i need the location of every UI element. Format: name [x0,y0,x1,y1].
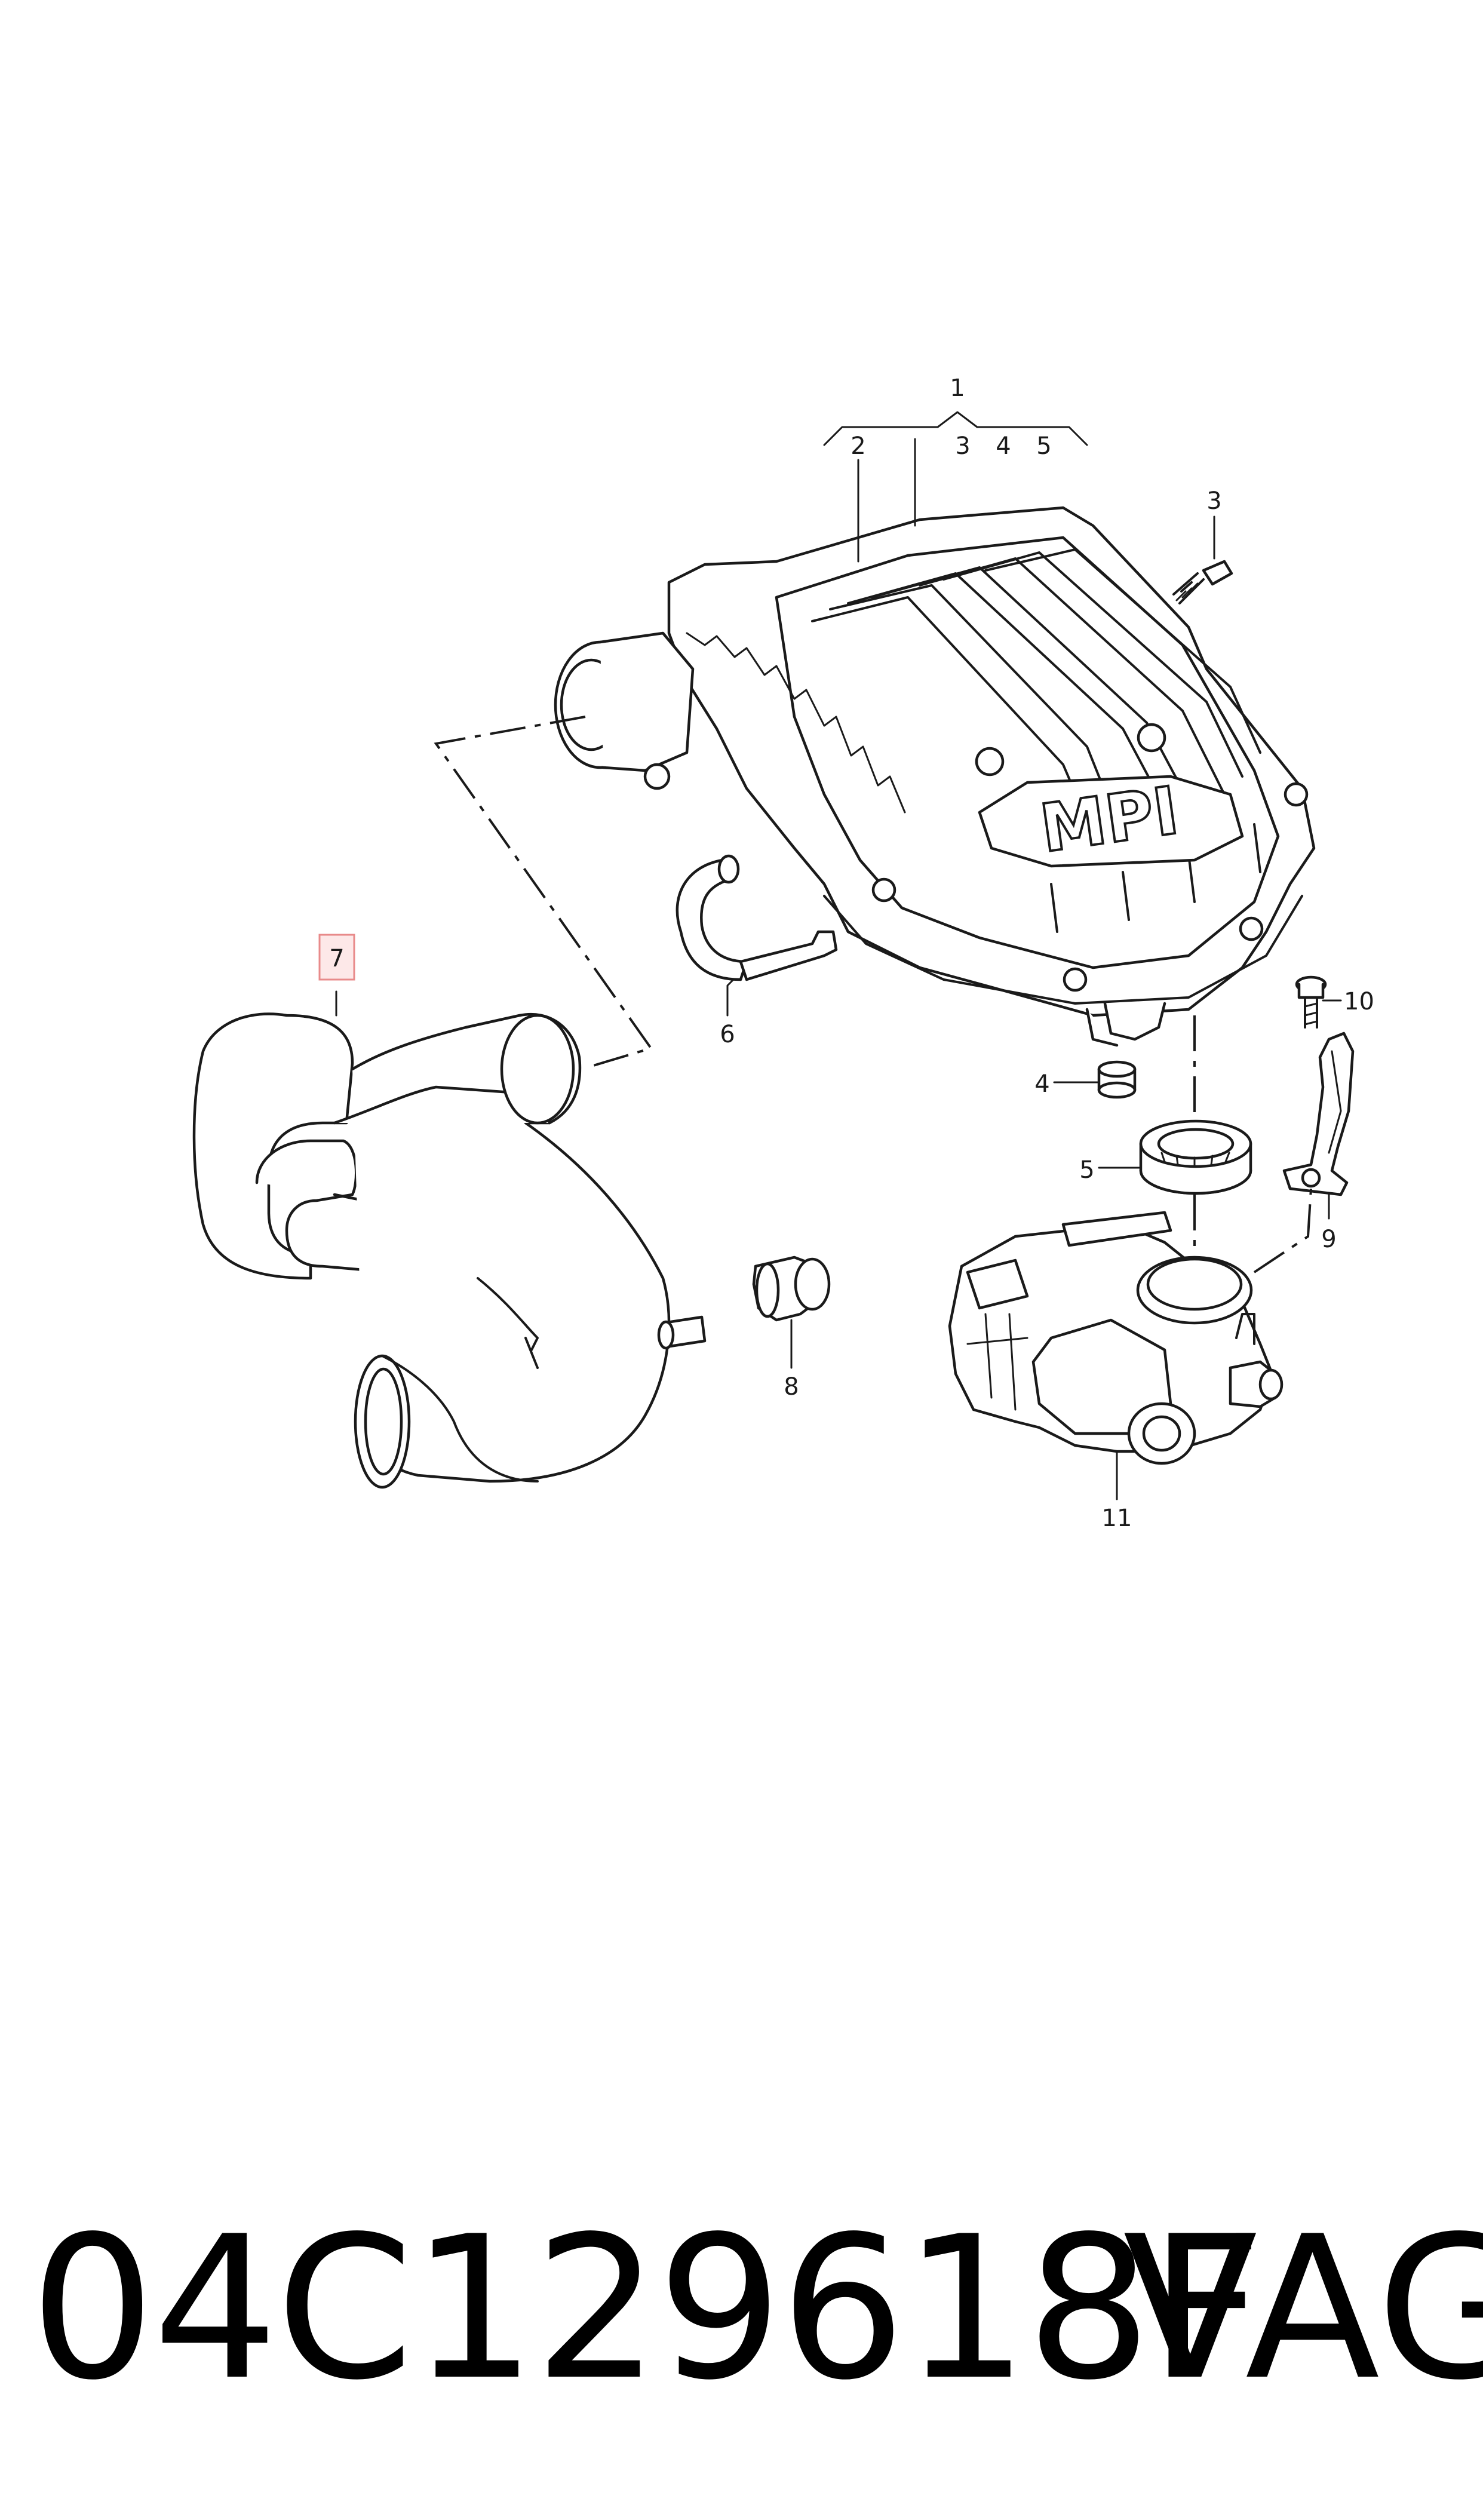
group-bracket [823,411,1088,446]
callout-labels: 1 2 3 4 5 3 10 6 4 5 9 8 11 7 [318,375,1374,1532]
callout-7: 7 [329,945,344,972]
callout-4: 4 [996,432,1011,460]
callout-8: 8 [784,1373,799,1401]
callout-11: 11 [1102,1505,1132,1532]
callout-5: 5 [1036,432,1051,460]
callout-3-screw: 3 [1206,487,1221,515]
connection-lines [434,716,1312,1273]
screw-part-3 [1172,560,1233,604]
seal-part-5 [1139,1119,1252,1195]
callout-5-seal: 5 [1079,1156,1094,1184]
callout-6: 6 [720,1021,735,1048]
cap-part-8 [752,1256,831,1322]
callout-3: 3 [955,432,970,460]
callout-9: 9 [1321,1226,1336,1253]
callout-7-highlight-box [318,934,355,981]
callout-2: 2 [851,432,865,460]
bracket-part-9 [1282,1032,1355,1196]
callout-1: 1 [950,375,965,402]
brand-label: VAG [1123,2194,1483,2423]
bolt-part-10 [1295,975,1327,1029]
callout-4-nut: 4 [1034,1070,1049,1098]
nut-part-4 [1097,1060,1137,1099]
hose-part-6 [676,854,838,981]
part-number: 04C129618F [30,2194,1263,2423]
intake-manifold-drawing: MPI [554,506,1316,1047]
throttle-body-part-11 [948,1211,1284,1465]
intake-hose-part-7 [192,1012,707,1489]
callout-10: 10 [1344,988,1374,1015]
leader-lines [335,438,1342,1500]
